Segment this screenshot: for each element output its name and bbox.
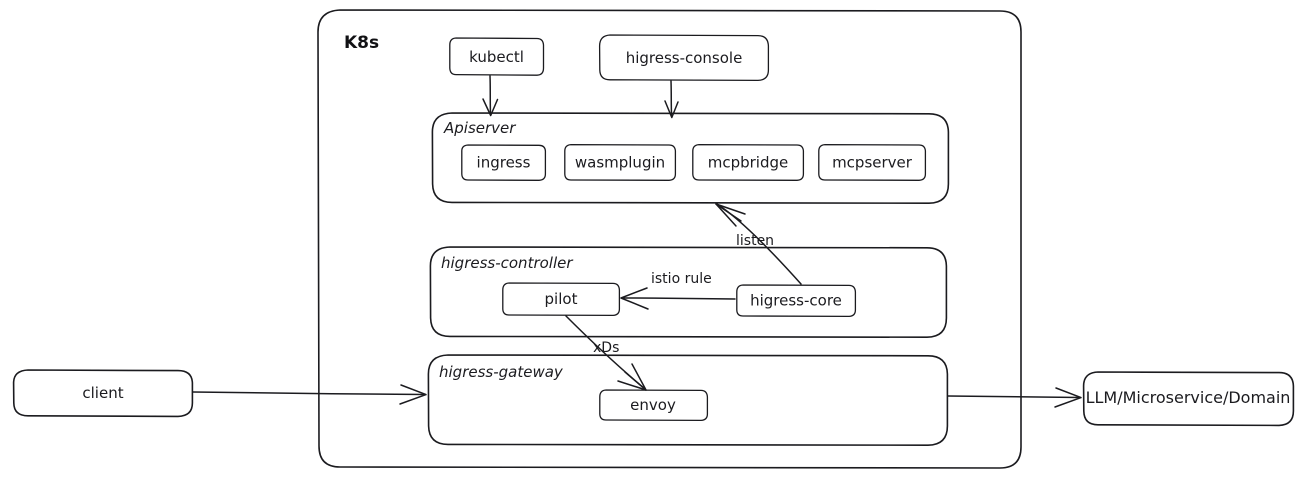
- node-ingress[interactable]: ingress: [461, 144, 547, 181]
- node-kubectl[interactable]: kubectl: [449, 37, 545, 76]
- node-higress-core-label: higress-core: [750, 292, 842, 310]
- edge-core-to-pilot: istio rule: [620, 271, 736, 310]
- container-higress-controller[interactable]: higress-controller pilot higress-core: [429, 246, 948, 338]
- node-kubectl-label: kubectl: [469, 48, 524, 66]
- node-mcpserver-label: mcpserver: [832, 154, 913, 172]
- node-pilot[interactable]: pilot: [502, 282, 621, 317]
- container-apiserver-label: Apiserver: [443, 119, 516, 137]
- edge-pilot-to-envoy: xDs: [565, 315, 647, 391]
- edge-label-listen: listen: [736, 233, 774, 249]
- container-higress-gateway-label: higress-gateway: [439, 363, 564, 381]
- node-mcpbridge[interactable]: mcpbridge: [692, 143, 805, 181]
- edge-kubectl-to-apiserver: [482, 75, 499, 117]
- container-higress-controller-label: higress-controller: [441, 254, 573, 272]
- node-envoy-label: envoy: [630, 396, 676, 414]
- node-higress-console[interactable]: higress-console: [598, 34, 770, 82]
- edge-label-xds: xDs: [593, 340, 619, 356]
- node-wasmplugin-label: wasmplugin: [575, 154, 665, 172]
- node-client[interactable]: client: [12, 369, 194, 418]
- edge-console-to-apiserver: [664, 80, 679, 119]
- node-backend[interactable]: LLM/Microservice/Domain: [1082, 371, 1295, 427]
- container-k8s-label: K8s: [344, 33, 379, 53]
- edge-client-to-gateway: [192, 384, 427, 405]
- edge-gateway-to-backend: [947, 387, 1082, 408]
- node-mcpserver[interactable]: mcpserver: [818, 143, 927, 181]
- edge-core-to-apiserver: listen: [715, 203, 802, 285]
- edge-label-istio-rule: istio rule: [651, 271, 712, 287]
- node-higress-console-label: higress-console: [626, 49, 743, 67]
- node-client-label: client: [82, 384, 123, 402]
- node-envoy[interactable]: envoy: [599, 389, 709, 422]
- node-backend-label: LLM/Microservice/Domain: [1086, 388, 1291, 407]
- node-ingress-label: ingress: [477, 154, 531, 172]
- node-pilot-label: pilot: [545, 290, 578, 308]
- node-wasmplugin[interactable]: wasmplugin: [564, 143, 677, 181]
- node-higress-core[interactable]: higress-core: [736, 284, 857, 318]
- container-higress-gateway[interactable]: higress-gateway envoy: [427, 354, 949, 446]
- container-apiserver[interactable]: Apiserver ingress wasmplugin mcpbridge m…: [431, 112, 950, 204]
- node-mcpbridge-label: mcpbridge: [708, 154, 789, 172]
